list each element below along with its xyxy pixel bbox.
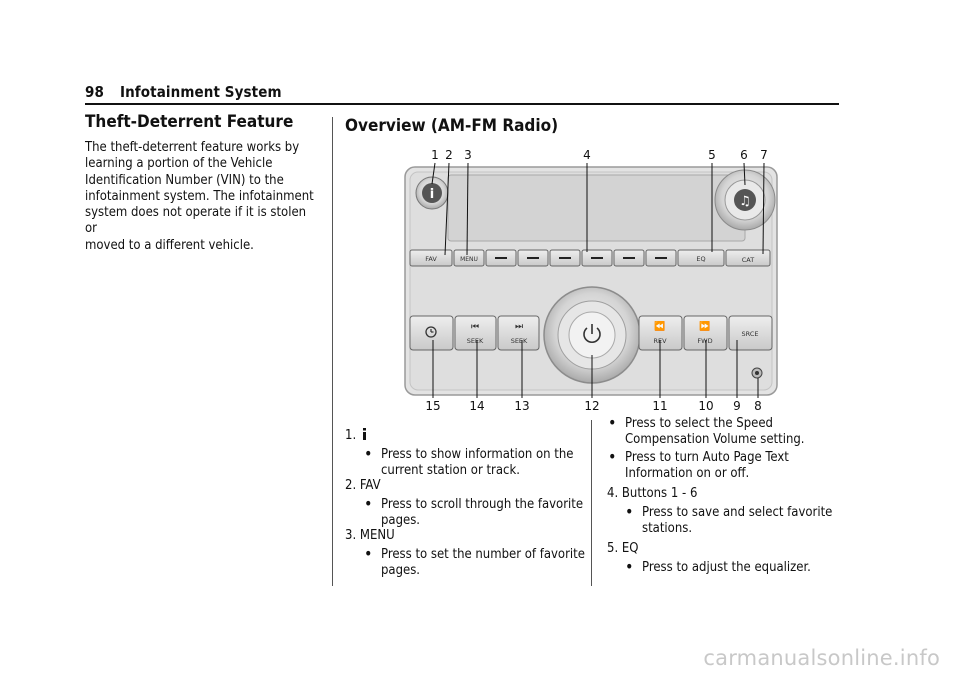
bullet-line: Press to select the Speed bbox=[625, 416, 773, 431]
list-item-2: 2. FAV bbox=[345, 478, 381, 494]
bullet-line: stations. bbox=[642, 521, 693, 537]
item-number: 1. bbox=[345, 428, 357, 443]
srce-label: SRCE bbox=[742, 330, 759, 338]
svg-text:i: i bbox=[430, 187, 434, 202]
callout-14: 14 bbox=[469, 399, 484, 413]
srce-button bbox=[728, 315, 773, 351]
item-label: FAV bbox=[359, 478, 381, 493]
para-line: learning a portion of the Vehicle bbox=[85, 156, 273, 172]
item-number: 3. bbox=[345, 528, 357, 543]
bullet-2-1: Press to scroll through the favorite pag… bbox=[364, 496, 591, 530]
item-number: 5. bbox=[607, 541, 619, 556]
svg-text:⏮: ⏮ bbox=[471, 322, 479, 332]
seek-forward-label: SEEK bbox=[511, 337, 528, 345]
callout-11: 11 bbox=[652, 399, 667, 413]
bullet-line: Press to show information on the bbox=[381, 447, 574, 462]
bullet-line: Press to adjust the equalizer. bbox=[642, 560, 811, 575]
callout-10: 10 bbox=[698, 399, 713, 413]
fwd-label: FWD bbox=[697, 337, 712, 345]
callout-13: 13 bbox=[514, 399, 529, 413]
callout-7: 7 bbox=[760, 148, 768, 162]
item-label: Buttons 1 - 6 bbox=[621, 486, 698, 501]
column-divider-2 bbox=[591, 420, 592, 586]
page-header: 98 Infotainment System bbox=[85, 83, 282, 101]
para-line: system does not operate if it is stolen … bbox=[85, 205, 307, 237]
list-item-1: 1. bbox=[345, 428, 367, 444]
menu-label: MENU bbox=[460, 256, 478, 263]
callout-9: 9 bbox=[733, 399, 741, 413]
bullet-5-1: Press to adjust the equalizer. bbox=[625, 559, 857, 576]
item-label: EQ bbox=[621, 541, 639, 556]
item-number: 2. bbox=[345, 478, 357, 493]
page-number: 98 bbox=[85, 83, 104, 101]
bullet-4-1: Press to save and select favorite statio… bbox=[625, 504, 857, 538]
bullet-line: Information on or off. bbox=[625, 466, 750, 482]
svg-text:♫: ♫ bbox=[739, 194, 751, 209]
item-label: MENU bbox=[359, 528, 395, 543]
bullet-line: Compensation Volume setting. bbox=[625, 432, 805, 448]
seek-forward-button bbox=[497, 315, 540, 351]
list-item-3: 3. MENU bbox=[345, 528, 395, 544]
bullet-line: Press to turn Auto Page Text bbox=[625, 450, 789, 465]
column-divider bbox=[332, 117, 333, 586]
callout-15: 15 bbox=[425, 399, 440, 413]
bullet-line: pages. bbox=[381, 563, 421, 579]
bullet-3-1: Press to set the number of favorite page… bbox=[364, 546, 591, 580]
fav-label: FAV bbox=[425, 255, 437, 263]
top-button-row: FAV MENU EQ CAT bbox=[409, 249, 771, 267]
callout-1: 1 bbox=[431, 148, 439, 162]
callout-8: 8 bbox=[754, 399, 762, 413]
section-title: Infotainment System bbox=[119, 83, 282, 101]
fav-button bbox=[409, 249, 453, 267]
eq-label: EQ bbox=[696, 255, 705, 263]
svg-text:⏭: ⏭ bbox=[515, 322, 523, 332]
bullet-1-3: Press to turn Auto Page Text Information… bbox=[608, 449, 855, 483]
menu-button bbox=[453, 249, 485, 267]
radio-faceplate-figure: i ♫ FAV MENU EQ CAT ⏮ SE bbox=[404, 148, 778, 413]
callouts-top: 1 2 3 4 5 6 7 bbox=[431, 148, 768, 162]
theft-paragraph: The theft-deterrent feature works by lea… bbox=[85, 140, 320, 254]
clock-button bbox=[409, 315, 454, 351]
list-item-5: 5. EQ bbox=[607, 541, 638, 557]
bullet-line: pages. bbox=[381, 513, 421, 529]
svg-text:⏩: ⏩ bbox=[699, 320, 710, 332]
callout-4: 4 bbox=[583, 148, 591, 162]
seek-back-button bbox=[454, 315, 497, 351]
bullet-line: Press to scroll through the favorite bbox=[381, 497, 584, 512]
callout-12: 12 bbox=[584, 399, 599, 413]
header-rule bbox=[85, 103, 839, 105]
eq-button bbox=[677, 249, 725, 267]
bullet-1-1: Press to show information on the current… bbox=[364, 446, 591, 480]
para-line: The theft-deterrent feature works by bbox=[85, 140, 300, 155]
bullet-line: Press to save and select favorite bbox=[642, 505, 833, 520]
para-line: infotainment system. The infotainment bbox=[85, 188, 314, 204]
callout-3: 3 bbox=[464, 148, 472, 162]
bullet-1-2: Press to select the Speed Compensation V… bbox=[608, 415, 855, 449]
info-icon bbox=[362, 428, 367, 440]
cat-label: CAT bbox=[742, 256, 754, 264]
bottom-button-row: ⏮ SEEK ⏭ SEEK ⏪ REV ⏩ FWD SRCE bbox=[409, 315, 773, 351]
callout-5: 5 bbox=[708, 148, 716, 162]
seek-back-label: SEEK bbox=[467, 337, 484, 345]
watermark: carmanualsonline.info bbox=[703, 646, 940, 670]
item-number: 4. bbox=[607, 486, 619, 501]
list-item-4: 4. Buttons 1 - 6 bbox=[607, 486, 697, 502]
callout-6: 6 bbox=[740, 148, 748, 162]
bullet-line: Press to set the number of favorite bbox=[381, 547, 585, 562]
display-screen bbox=[447, 174, 746, 242]
section-heading-overview: Overview (AM-FM Radio) bbox=[345, 116, 559, 136]
para-line: Identification Number (VIN) to the bbox=[85, 172, 284, 188]
callouts-bottom: 15 14 13 12 11 10 9 8 bbox=[425, 399, 761, 413]
para-line: moved to a different vehicle. bbox=[85, 237, 254, 253]
callout-2: 2 bbox=[445, 148, 453, 162]
cat-button bbox=[725, 249, 771, 267]
bullet-line: current station or track. bbox=[381, 463, 520, 479]
svg-text:⏪: ⏪ bbox=[654, 320, 665, 332]
section-heading-theft: Theft-Deterrent Feature bbox=[85, 112, 294, 132]
leader-lines bbox=[431, 162, 765, 398]
